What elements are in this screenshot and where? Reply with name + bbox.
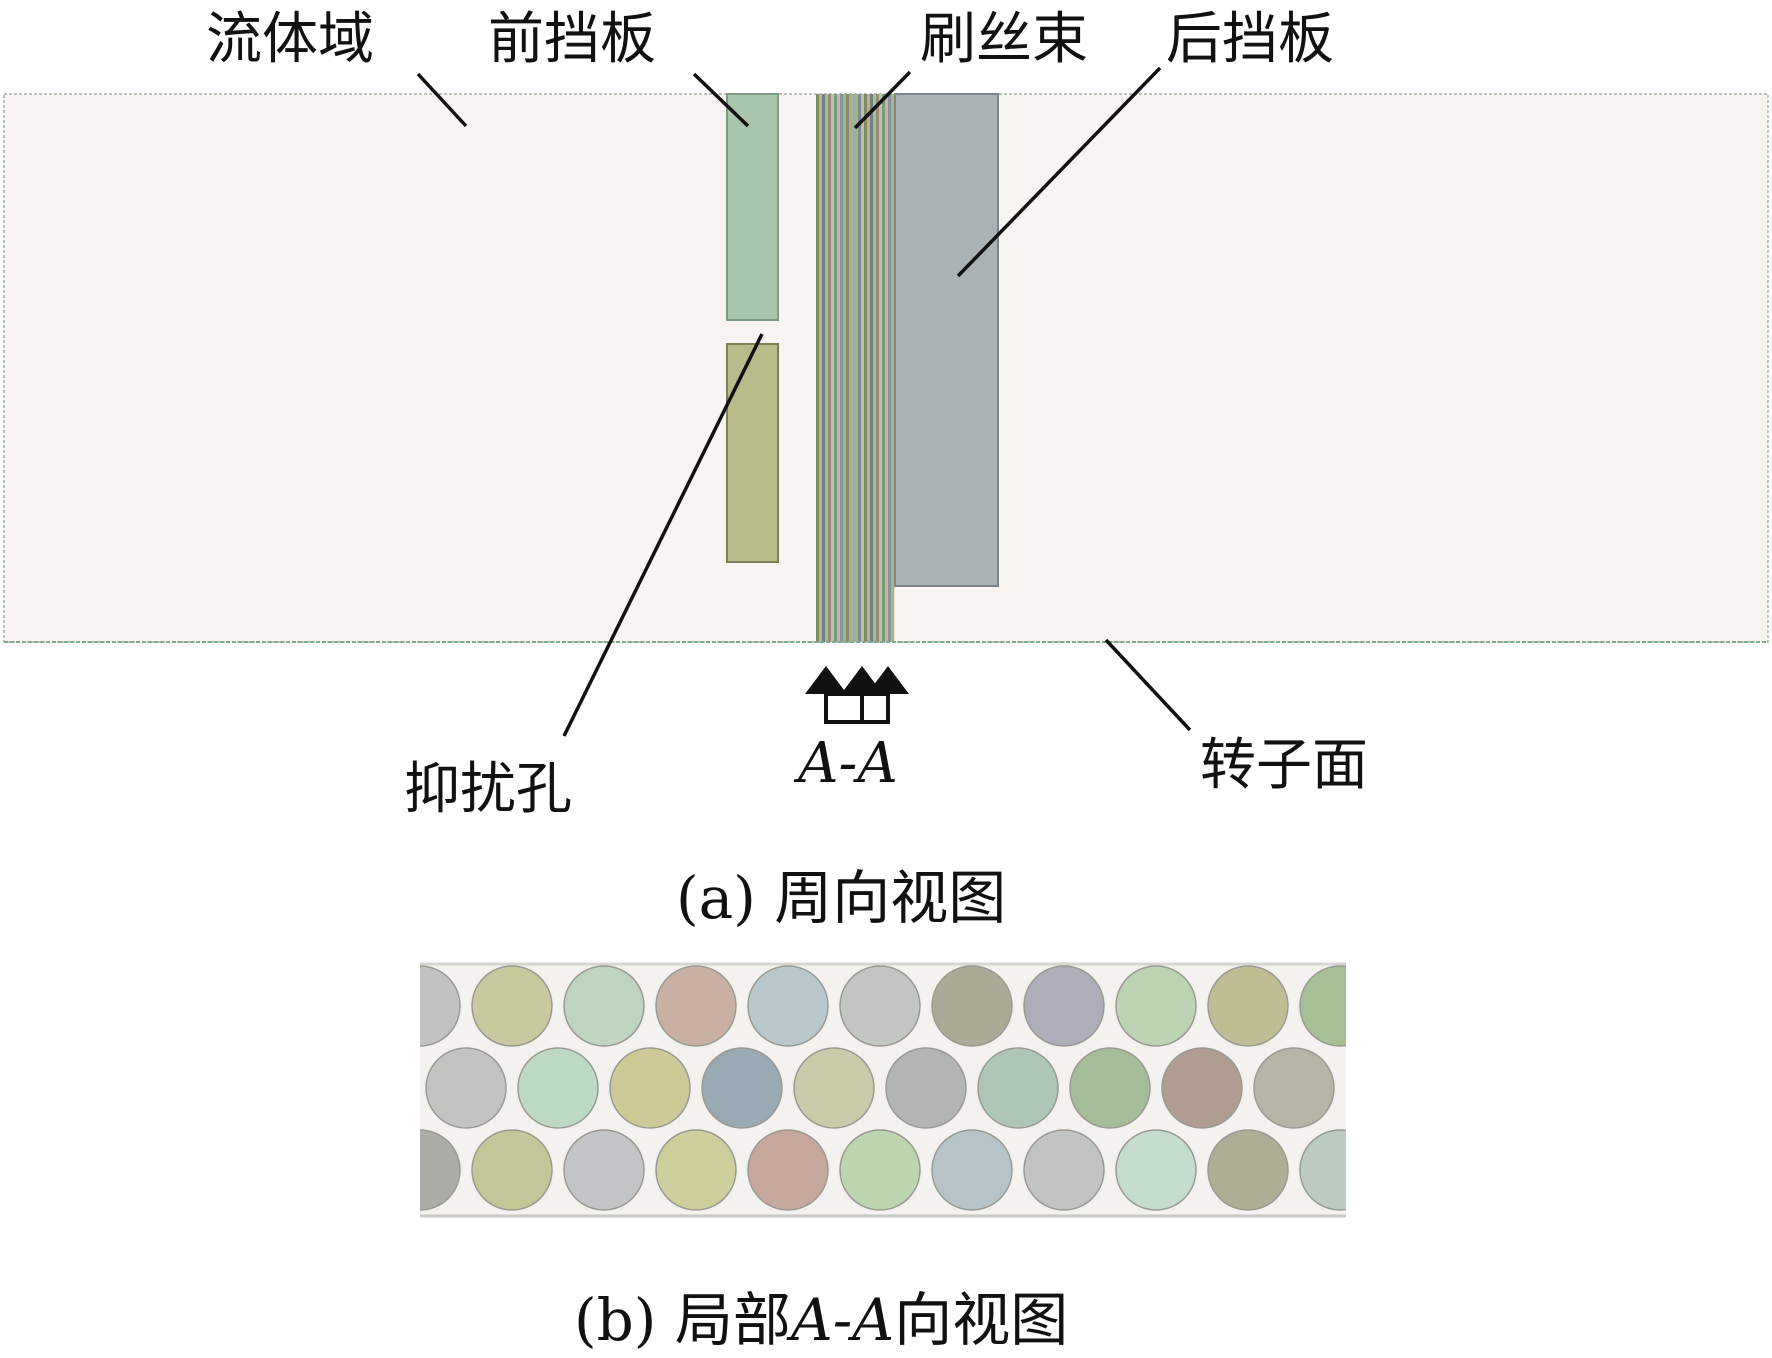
bristle-stripe <box>858 94 862 642</box>
label-back-plate: 后挡板 <box>1166 7 1334 72</box>
bristle-circle <box>747 965 829 1047</box>
bristle-stripe <box>840 94 844 642</box>
caption-a-prefix: (a) <box>676 864 774 932</box>
bristle-circle <box>425 1047 507 1129</box>
bristle-stripe <box>888 94 892 642</box>
bristle-stripe <box>879 94 883 642</box>
bristle-stripe <box>885 94 889 642</box>
back-plate <box>894 93 999 587</box>
bristle-cross-sections <box>420 965 1346 1211</box>
label-damping-hole: 抑扰孔 <box>404 757 572 822</box>
caption-a: (a) 周向视图 <box>676 864 1006 932</box>
bristle-stripe <box>831 94 835 642</box>
bristle-circle <box>1115 1129 1197 1211</box>
bristle-stripe <box>846 94 850 642</box>
bristle-circle <box>1161 1047 1243 1129</box>
section-arrow-marker <box>805 666 909 724</box>
bristle-stripe <box>873 94 877 642</box>
bristle-circle <box>563 1129 645 1211</box>
bristle-circle <box>1115 965 1197 1047</box>
bristle-circle <box>655 965 737 1047</box>
caption-a-text: 周向视图 <box>774 864 1006 932</box>
section-view: (b) 局部A-A向视图 <box>420 962 1346 1354</box>
leader-damping-hole <box>562 333 764 737</box>
bristle-stripe <box>828 94 832 642</box>
bristle-stripe <box>822 94 826 642</box>
leader-fluid-domain <box>416 72 468 128</box>
leader-bristle-pack <box>853 70 912 130</box>
bristle-circle <box>931 965 1013 1047</box>
bristle-circle <box>471 965 553 1047</box>
bristle-circle <box>1253 1047 1335 1129</box>
bristle-stripe <box>870 94 874 642</box>
bristle-stripe <box>825 94 829 642</box>
bristle-circle <box>885 1047 967 1129</box>
bristle-circle <box>1069 1047 1151 1129</box>
bristle-stripe <box>852 94 856 642</box>
label-section-mark: A-A <box>793 731 898 796</box>
bristle-circle <box>420 1129 461 1211</box>
bristle-stripe <box>837 94 841 642</box>
front-plate-upper <box>726 93 779 321</box>
bristle-circle <box>747 1129 829 1211</box>
leader-front-plate <box>692 72 750 128</box>
bristle-circle <box>977 1047 1059 1129</box>
bristle-circle <box>1023 965 1105 1047</box>
bristle-stripe <box>819 94 823 642</box>
caption-b-section: A-A <box>786 1286 894 1354</box>
caption-b-prefix: (b) 局部 <box>574 1286 791 1354</box>
bristle-stripe <box>843 94 847 642</box>
bristle-stripe <box>849 94 853 642</box>
label-rotor-surface: 转子面 <box>1200 733 1368 798</box>
bristle-circle <box>1207 1129 1289 1211</box>
bristle-circle <box>1299 965 1346 1047</box>
bristle-circle <box>563 965 645 1047</box>
bristle-stripe <box>855 94 859 642</box>
bristle-circle <box>793 1047 875 1129</box>
bristle-circle <box>839 965 921 1047</box>
bristle-circle <box>609 1047 691 1129</box>
bristle-circle <box>931 1129 1013 1211</box>
leader-back-plate <box>956 66 1162 278</box>
circumferential-view: 流体域 前挡板 刷丝束 后挡板 抑扰孔 转子面 A-A (a) 周向视图 <box>3 7 1769 932</box>
bristle-stripe <box>867 94 871 642</box>
bristle-pack <box>816 94 895 642</box>
bristle-circle <box>1023 1129 1105 1211</box>
bristle-stripe <box>816 94 820 642</box>
front-plate-lower <box>726 343 779 563</box>
bristle-circle <box>839 1129 921 1211</box>
bristle-stripe <box>834 94 838 642</box>
bristle-stripe <box>882 94 886 642</box>
bristle-stripe <box>861 94 865 642</box>
caption-b: (b) 局部A-A向视图 <box>574 1286 1068 1354</box>
bristle-circle <box>471 1129 553 1211</box>
bristle-stripe <box>876 94 880 642</box>
label-fluid-domain: 流体域 <box>206 7 374 72</box>
bristle-circle <box>655 1129 737 1211</box>
bristle-circle <box>1299 1129 1346 1211</box>
bristle-circle <box>517 1047 599 1129</box>
bristle-circle <box>1207 965 1289 1047</box>
bristle-stripe <box>891 94 895 642</box>
bristle-stripe <box>864 94 868 642</box>
leader-rotor-surface <box>1104 638 1192 732</box>
caption-b-suffix: 向视图 <box>894 1286 1068 1354</box>
label-bristle-pack: 刷丝束 <box>920 7 1088 72</box>
label-front-plate: 前挡板 <box>488 7 656 72</box>
bristle-circle <box>701 1047 783 1129</box>
bristle-circle <box>420 965 461 1047</box>
